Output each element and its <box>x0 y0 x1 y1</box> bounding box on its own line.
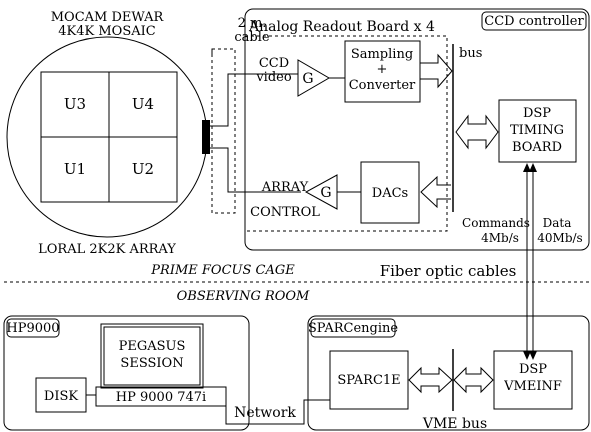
fiber-optic-link <box>523 163 537 360</box>
dsp-timing-label-line1: DSP <box>523 106 551 121</box>
dewar-array-label: LORAL 2K2K ARRAY <box>38 242 176 257</box>
cable-label-line2: cable <box>234 30 270 45</box>
quadrant-u4: U4 <box>132 95 154 113</box>
commands-label-line1: Commands <box>462 216 530 230</box>
cable: 2 m. cable <box>210 16 301 214</box>
sparcengine-tag <box>310 318 396 338</box>
sampling-label-line1: Sampling <box>351 47 413 62</box>
sparc1e-block <box>329 350 409 410</box>
dewar-connector <box>202 120 210 154</box>
hp9000-tag <box>6 318 60 338</box>
hp9000-workstation: HP9000 PEGASUS SESSION DISK HP 9000 747i <box>3 315 250 431</box>
quadrant-u1: U1 <box>64 160 86 178</box>
video-amplifier-gain: G <box>302 71 313 87</box>
ccd-video-label-line1: CCD <box>259 56 289 71</box>
pegasus-session-line2: SESSION <box>120 356 183 371</box>
sampling-converter-block <box>344 40 421 103</box>
sampler-to-bus-arrow <box>420 53 453 89</box>
dsp-vmeinf-block <box>493 350 573 410</box>
video-amplifier <box>297 59 330 97</box>
fiber-downlink-arrowhead-up <box>523 163 531 172</box>
video-wire <box>210 73 298 127</box>
analog-board-label: Analog Readout Board x 4 <box>248 19 435 35</box>
fiber-downlink-arrowhead-down <box>523 351 531 360</box>
dewar-title-line1: MOCAM DEWAR <box>51 10 165 25</box>
cable-bundle-outline <box>211 48 236 214</box>
bus-vmeinf-bidirectional-arrow <box>453 366 494 394</box>
pegasus-session-frame-inner <box>103 326 201 386</box>
quadrant-u2: U2 <box>132 160 154 178</box>
ccd-controller: CCD controller Analog Readout Board x 4 … <box>244 8 590 251</box>
network-label: Network <box>234 405 296 421</box>
data-label-line1: Data <box>543 216 572 230</box>
analog-board-outline <box>244 35 448 232</box>
network-wire <box>225 397 330 425</box>
fiber-uplink-arrowhead-down <box>529 351 537 360</box>
sampling-label-line3: Converter <box>349 78 416 93</box>
pegasus-session-line1: PEGASUS <box>119 339 186 354</box>
bus-label: bus <box>459 46 482 61</box>
hp9000-model-label: HP 9000 747i <box>116 390 206 405</box>
sparcengine-label: SPARCengine <box>308 321 399 336</box>
vme-bus-label: VME bus <box>422 416 487 432</box>
observing-room-label: OBSERVING ROOM <box>177 289 310 304</box>
dacs-label: DACs <box>372 186 408 201</box>
dsp-vmeinf-label-line2: VMEINF <box>503 379 562 394</box>
pegasus-session-frame-outer <box>100 323 204 389</box>
dsp-timing-label-line3: BOARD <box>512 140 562 155</box>
dewar-title-line2: 4K4K MOSAIC <box>58 24 155 39</box>
dacs-block <box>360 161 420 224</box>
ccd-controller-tag <box>481 11 587 31</box>
array-control-label-line1: ARRAY <box>261 180 309 195</box>
commands-label-line2: 4Mb/s <box>481 231 519 245</box>
sparcengine-box <box>307 315 590 431</box>
mocam-dewar: MOCAM DEWAR 4K4K MOSAIC U3 U4 U1 U2 LORA… <box>6 10 210 257</box>
network-link: Network <box>225 397 330 425</box>
sparcengine: SPARCengine SPARC1E VME bus DSP VMEINF <box>307 315 590 432</box>
dsp-timing-label-line2: TIMING <box>510 123 564 138</box>
control-amplifier-gain: G <box>320 185 331 201</box>
bus-to-dacs-arrow <box>420 175 451 209</box>
dsp-vmeinf-label-line1: DSP <box>519 362 547 377</box>
fiber-uplink-arrowhead-up <box>529 163 537 172</box>
hp9000-label: HP9000 <box>6 321 59 336</box>
data-label-line2: 40Mb/s <box>537 231 582 245</box>
sparc-bus-bidirectional-arrow <box>408 366 453 394</box>
fiber-optic-cables-label: Fiber optic cables <box>380 262 517 280</box>
sparc1e-label: SPARC1E <box>337 373 400 388</box>
dsp-timing-board <box>498 99 577 163</box>
hp9000-box <box>3 315 250 431</box>
array-control-label-line2: CONTROL <box>250 205 320 220</box>
ccd-video-label-line2: video <box>255 70 292 85</box>
disk-label: DISK <box>44 389 78 404</box>
hp9000-cpu-block <box>95 386 227 407</box>
control-wire <box>210 147 301 193</box>
prime-focus-cage-label: PRIME FOCUS CAGE <box>150 263 295 278</box>
bus-dsp-bidirectional-arrow <box>455 114 499 150</box>
zone-labels: PRIME FOCUS CAGE Fiber optic cables OBSE… <box>4 262 589 304</box>
ccd-controller-box <box>244 8 590 251</box>
quadrant-u3: U3 <box>64 95 86 113</box>
ccd-controller-label: CCD controller <box>484 14 584 29</box>
sampling-label-line2: + <box>377 62 388 77</box>
